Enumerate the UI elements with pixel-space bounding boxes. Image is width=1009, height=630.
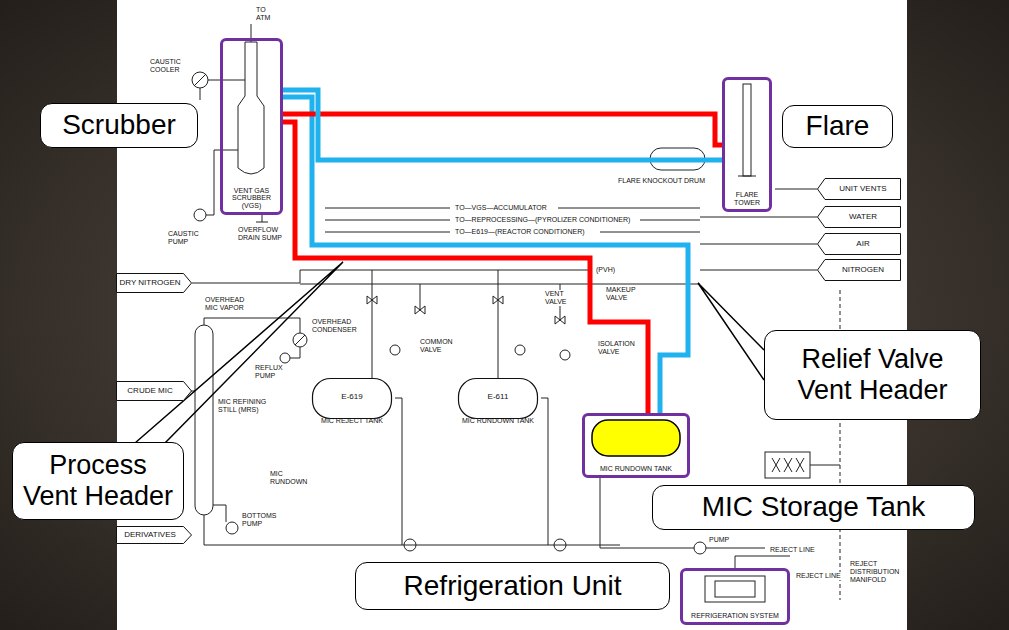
tank-label: MIC REJECT TANK	[321, 417, 383, 425]
signal-arrow: NITROGEN	[817, 259, 901, 281]
signal-text: DERIVATIVES	[124, 531, 176, 540]
callout-text: Refrigeration Unit	[404, 570, 622, 602]
leader-line	[698, 283, 764, 380]
highlight-box: MIC RUNDOWN TANK	[582, 413, 690, 478]
signal-arrow: AIR	[817, 233, 901, 255]
plant-label: PUMP	[709, 536, 729, 544]
tank-shape	[459, 379, 538, 419]
signal-arrow-shape	[818, 234, 901, 255]
signal-arrow-shape	[818, 207, 901, 228]
callout-box: MIC Storage Tank	[652, 485, 975, 530]
signal-text: DRY NITROGEN	[119, 279, 180, 288]
vent-line	[283, 97, 688, 413]
plant-label: CAUSTIC PUMP	[168, 230, 210, 246]
tank-shape	[313, 379, 392, 419]
signal-arrow-shape	[117, 382, 192, 401]
plant-label: (PVH)	[596, 266, 615, 274]
vent-line	[283, 114, 722, 145]
signal-arrow-shape	[818, 260, 901, 281]
highlight-box: VENT GAS SCRUBBER (VGS)	[220, 38, 283, 215]
plant-label: MIC REFINING STILL (MRS)	[218, 398, 270, 414]
signal-text: WATER	[849, 213, 877, 222]
component-label: VENT GAS SCRUBBER (VGS)	[223, 187, 280, 210]
component-label: MIC RUNDOWN TANK	[599, 465, 673, 473]
callout-text: MIC Storage Tank	[702, 491, 926, 523]
tank-label: MIC RUNDOWN TANK	[462, 417, 534, 425]
plant-label: TO—E619—(REACTOR CONDITIONER)	[455, 228, 585, 236]
signal-arrow-shape	[818, 179, 901, 200]
highlight-box: FLARE TOWER	[722, 77, 772, 212]
plant-label: BOTTOMS PUMP	[242, 512, 282, 528]
signal-arrow: DERIVATIVES	[116, 526, 192, 544]
plant-label: TO—REPROCESSING—(PYROLIZER CONDITIONER)	[455, 216, 630, 224]
component-label: FLARE TOWER	[725, 191, 769, 207]
tank-label: E-619	[341, 392, 362, 401]
plant-label: MIC RUNDOWN	[270, 470, 310, 486]
signal-text: NITROGEN	[842, 266, 884, 275]
signal-arrow: WATER	[817, 206, 901, 228]
callout-box: Scrubber	[40, 103, 198, 148]
plant-label: TO ATM	[256, 6, 278, 22]
callout-text: Process Vent Header	[19, 450, 177, 512]
plant-label: REJECT LINE	[796, 572, 841, 580]
signal-text: CRUDE MIC	[127, 387, 172, 396]
callout-box: Process Vent Header	[12, 442, 184, 520]
signal-arrow: CRUDE MIC	[116, 381, 192, 401]
storage-tank: E-611MIC RUNDOWN TANK	[458, 378, 538, 458]
callout-text: Relief Valve Vent Header	[775, 344, 970, 406]
signal-arrow-shape	[117, 274, 192, 293]
refrigeration-unit	[705, 576, 765, 602]
plant-label: VENT VALVE	[545, 290, 575, 306]
callout-text: Flare	[806, 110, 870, 142]
signal-text: UNIT VENTS	[839, 185, 886, 194]
plant-label: OVERFLOW DRAIN SUMP	[238, 226, 290, 242]
vent-line	[283, 122, 648, 413]
plant-label: MAKEUP VALVE	[606, 286, 644, 302]
plant-label: ISOLATION VALVE	[598, 340, 642, 356]
highlight-box: REFRIGERATION SYSTEM	[680, 568, 790, 625]
plant-label: FLARE KNOCKOUT DRUM	[618, 177, 705, 185]
callout-box: Relief Valve Vent Header	[764, 330, 981, 420]
plant-label: CAUSTIC COOLER	[150, 58, 190, 74]
signal-arrow-shape	[117, 527, 192, 544]
plant-label: COMMON VALVE	[420, 338, 460, 354]
callout-box: Flare	[782, 105, 893, 148]
signal-arrow: DRY NITROGEN	[116, 273, 192, 293]
plant-label: REFLUX PUMP	[255, 364, 293, 380]
storage-tank-fill	[592, 420, 680, 456]
callout-text: Scrubber	[62, 109, 176, 141]
plant-label: TO—VGS—ACCUMULATOR	[455, 204, 547, 212]
storage-tank: E-619MIC REJECT TANK	[312, 378, 392, 458]
drawing-sheet	[117, 0, 907, 630]
tank-label: E-611	[488, 392, 509, 401]
plant-label: REJECT DISTRIBUTION MANIFOLD	[850, 560, 902, 583]
plant-label: REJECT LINE	[770, 546, 815, 554]
component-label: REFRIGERATION SYSTEM	[690, 612, 780, 620]
signal-text: AIR	[856, 240, 869, 249]
vent-line	[283, 90, 722, 160]
plant-label: OVERHEAD CONDENSER	[312, 318, 358, 334]
plant-label: OVERHEAD MIC VAPOR	[205, 296, 255, 312]
signal-arrow: UNIT VENTS	[817, 178, 901, 200]
callout-box: Refrigeration Unit	[355, 562, 670, 610]
